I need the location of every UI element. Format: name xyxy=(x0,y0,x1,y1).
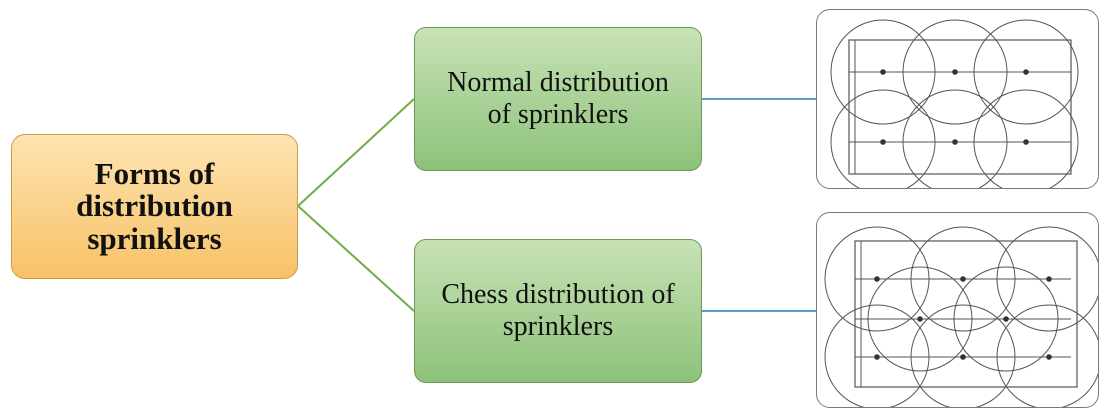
sprinkler-head xyxy=(960,276,966,282)
sprinkler-head xyxy=(917,316,923,322)
sprinkler-head xyxy=(880,69,886,75)
chess-distribution-schematic xyxy=(816,212,1099,408)
coverage-circle xyxy=(996,304,1098,407)
branch-node-chess-label: Chess distribution of sprinklers xyxy=(441,278,675,342)
sprinkler-head xyxy=(1023,69,1029,75)
coverage-circle xyxy=(824,226,930,332)
root-node: Forms of distribution sprinklers xyxy=(11,134,298,279)
sprinkler-head xyxy=(952,69,958,75)
coverage-circle xyxy=(910,226,1016,332)
coverage-circle xyxy=(824,304,930,407)
sprinkler-head xyxy=(874,276,880,282)
coverage-circle xyxy=(867,266,973,372)
sprinkler-head xyxy=(1003,316,1009,322)
sprinkler-head xyxy=(1046,276,1052,282)
sprinkler-head xyxy=(1046,354,1052,360)
coverage-circle xyxy=(830,19,936,125)
normal-distribution-schematic xyxy=(816,9,1099,189)
sprinkler-head xyxy=(880,139,886,145)
coverage-circle xyxy=(973,89,1079,188)
root-node-label: Forms of distribution sprinklers xyxy=(76,155,233,256)
branch-node-normal: Normal distribution of sprinklers xyxy=(414,27,702,171)
coverage-circle xyxy=(996,226,1098,332)
room-outline xyxy=(848,39,1072,175)
root-to-normal-connector xyxy=(297,98,415,207)
coverage-circle xyxy=(830,89,936,188)
branch-node-chess: Chess distribution of sprinklers xyxy=(414,239,702,383)
sprinkler-head xyxy=(874,354,880,360)
coverage-circle xyxy=(902,19,1008,125)
coverage-circle xyxy=(953,266,1059,372)
root-to-chess-connector xyxy=(297,205,415,312)
coverage-circle xyxy=(973,19,1079,125)
sprinkler-head xyxy=(1023,139,1029,145)
room-outline xyxy=(854,240,1078,388)
coverage-circle xyxy=(902,89,1008,188)
sprinkler-head xyxy=(960,354,966,360)
coverage-circle xyxy=(910,304,1016,407)
sprinkler-head xyxy=(952,139,958,145)
branch-node-normal-label: Normal distribution of sprinklers xyxy=(447,66,669,130)
